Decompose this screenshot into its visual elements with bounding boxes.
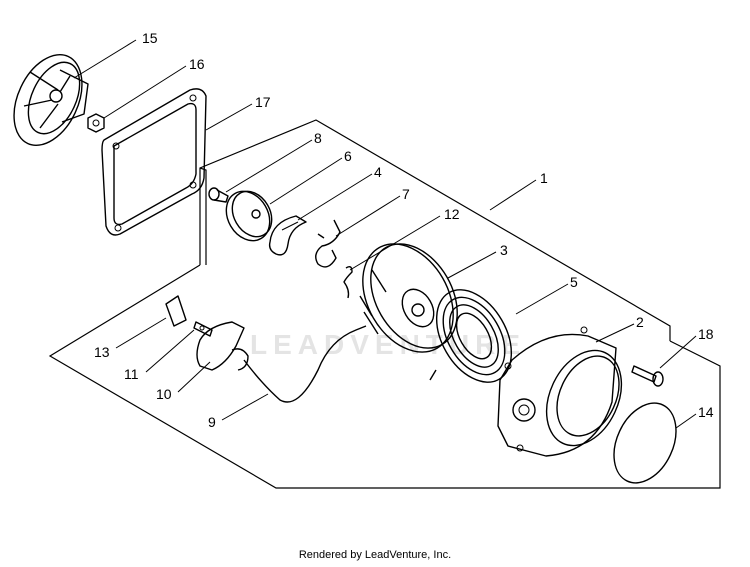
- callout-16: 16: [189, 56, 205, 72]
- assembly-frame: [48, 119, 721, 489]
- callout-18: 18: [698, 326, 714, 342]
- part-16-nut[interactable]: [87, 113, 105, 133]
- callout-2: 2: [636, 314, 644, 330]
- part-2-starter-housing[interactable]: [497, 326, 636, 458]
- part-12-spring[interactable]: [343, 265, 353, 299]
- callout-17: 17: [255, 94, 271, 110]
- part-18-bolt[interactable]: [631, 365, 664, 387]
- callout-6: 6: [344, 148, 352, 164]
- callout-3: 3: [500, 242, 508, 258]
- part-5-recoil-spring[interactable]: [421, 277, 526, 396]
- part-15-starter-cup[interactable]: [1, 44, 96, 156]
- callout-4: 4: [374, 164, 382, 180]
- callout-12: 12: [444, 206, 460, 222]
- callout-15: 15: [142, 30, 158, 46]
- callout-13: 13: [94, 344, 110, 360]
- part-9-rope[interactable]: [243, 325, 367, 403]
- assembly-frame-inner: [199, 167, 207, 265]
- part-8-screw[interactable]: [208, 187, 229, 203]
- part-6-plate[interactable]: [218, 183, 280, 248]
- part-3-reel[interactable]: [344, 228, 475, 368]
- part-4-ratchet[interactable]: [268, 215, 307, 256]
- callout-14: 14: [698, 404, 714, 420]
- leader-lines: [73, 39, 697, 429]
- part-11-pin[interactable]: [193, 321, 213, 337]
- callout-8: 8: [314, 130, 322, 146]
- footer-credit: Rendered by LeadVenture, Inc.: [298, 549, 452, 561]
- callout-11: 11: [124, 366, 139, 382]
- callout-5: 5: [570, 274, 578, 290]
- callout-10: 10: [156, 386, 172, 402]
- part-13-plate[interactable]: [165, 295, 187, 327]
- callout-1: 1: [540, 170, 548, 186]
- callout-9: 9: [208, 414, 216, 430]
- callout-7: 7: [402, 186, 410, 202]
- callout-numbers: 15 16 17 8 6 4 7 12 1 3 5 2 18 14 13 11 …: [94, 30, 714, 430]
- part-14-cover[interactable]: [602, 393, 688, 493]
- part-10-handle[interactable]: [196, 321, 249, 371]
- part-7-spring-clip[interactable]: [315, 219, 341, 268]
- part-17-gasket[interactable]: [101, 88, 207, 236]
